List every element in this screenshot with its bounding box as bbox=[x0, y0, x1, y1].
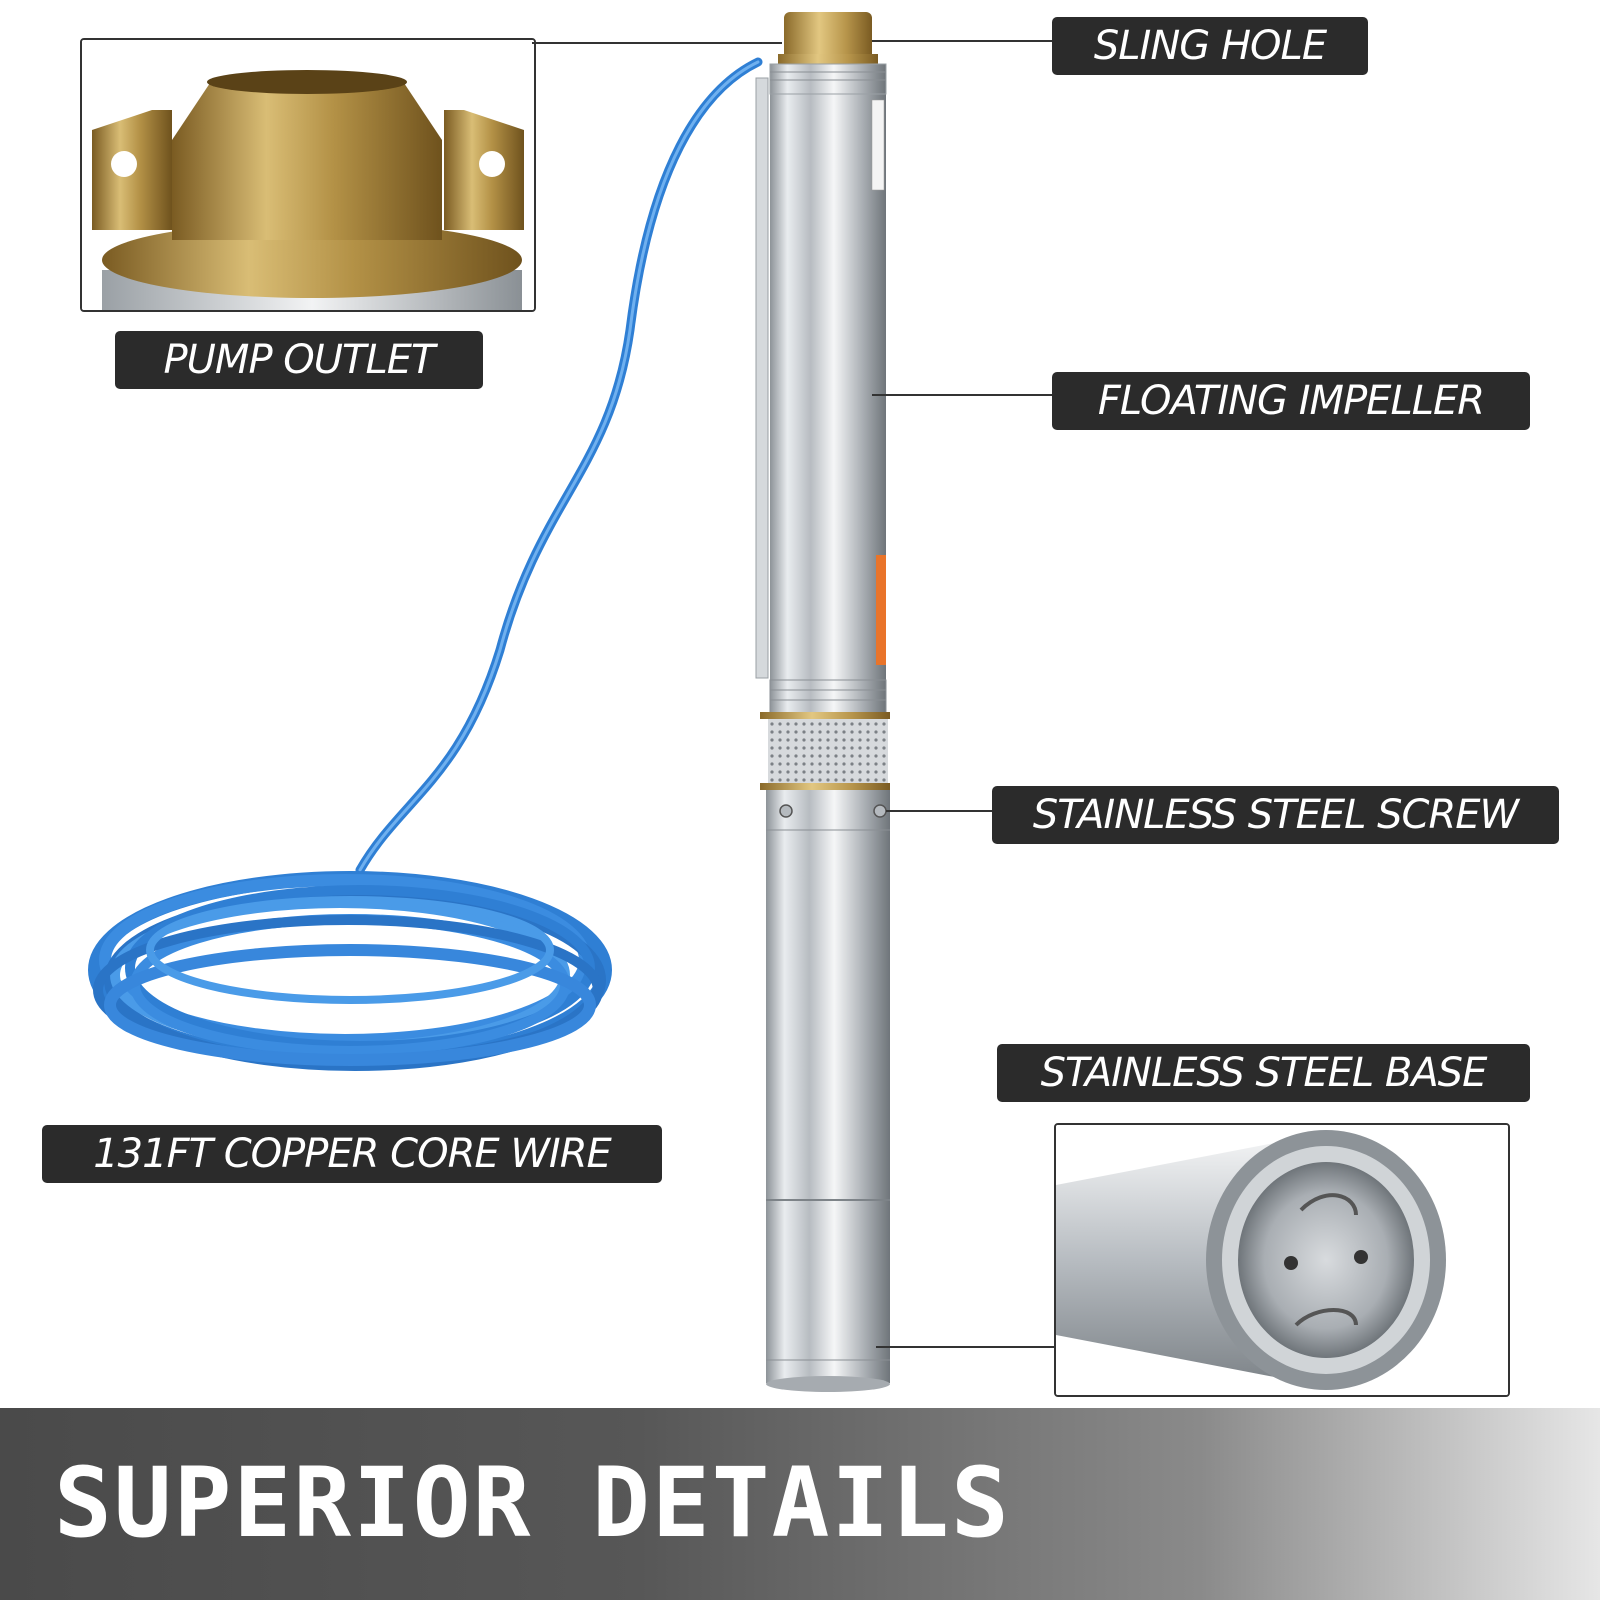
sling-hole-label: SLING HOLE bbox=[1052, 17, 1368, 75]
floating-impeller-leader bbox=[872, 394, 1052, 396]
cable-coil bbox=[88, 871, 612, 1071]
stainless-steel-screw-label: STAINLESS STEEL SCREW bbox=[992, 786, 1559, 844]
stainless-steel-base-leader bbox=[876, 1346, 1054, 1348]
banner-title: SUPERIOR DETAILS bbox=[54, 1447, 1011, 1559]
stainless-steel-base-detail-image bbox=[1054, 1123, 1510, 1397]
bottom-banner: SUPERIOR DETAILS bbox=[0, 1408, 1600, 1600]
pump-outlet-label: PUMP OUTLET bbox=[115, 331, 483, 389]
pump-outlet-detail-image bbox=[80, 38, 536, 312]
copper-core-wire-label: 131FT COPPER CORE WIRE bbox=[42, 1125, 662, 1183]
stainless-steel-base-label: STAINLESS STEEL BASE bbox=[997, 1044, 1530, 1102]
floating-impeller-label: FLOATING IMPELLER bbox=[1052, 372, 1530, 430]
sling-hole-leader bbox=[872, 40, 1052, 42]
stainless-steel-screw-leader bbox=[886, 810, 992, 812]
pump-outlet-leader bbox=[532, 42, 782, 44]
